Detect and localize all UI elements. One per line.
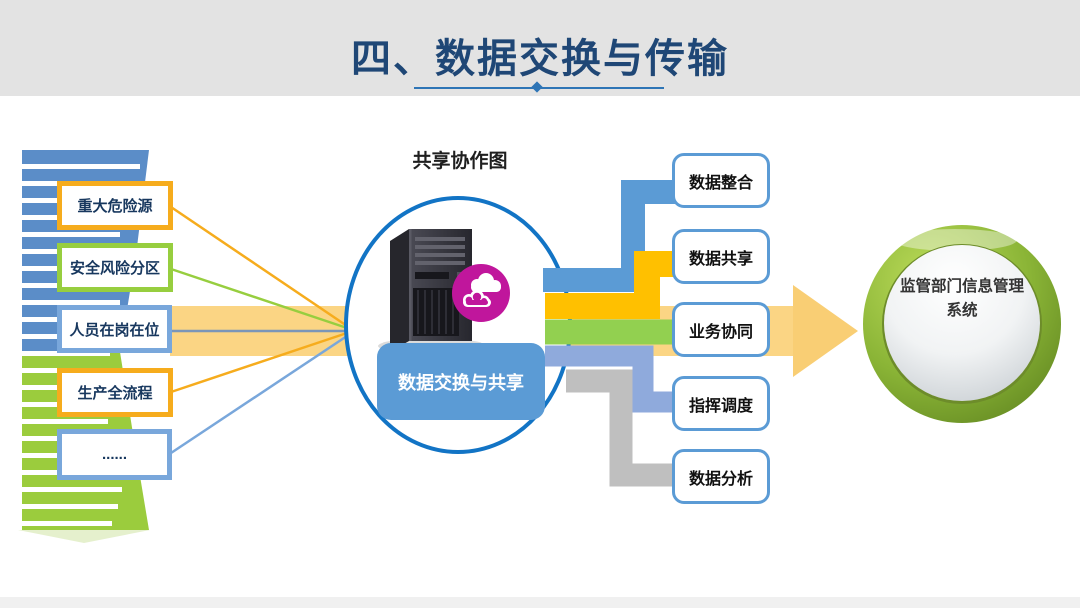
- function-box-business-collab: 业务协同: [672, 302, 770, 357]
- footer-strip: [0, 597, 1080, 608]
- function-box-label: 指挥调度: [688, 397, 753, 415]
- source-box-label: ......: [101, 446, 127, 463]
- source-box-label: 重大危险源: [77, 198, 153, 215]
- source-box-more: ......: [57, 429, 172, 480]
- source-box-risk-zone: 安全风险分区: [57, 243, 173, 292]
- source-box-label: 人员在岗在位: [69, 321, 160, 339]
- function-box-label: 数据分析: [688, 470, 753, 488]
- source-box-production: 生产全流程: [57, 368, 173, 417]
- fan-line-2: [167, 266, 351, 331]
- connector-command-dispatch: [545, 345, 676, 413]
- hub-label: 数据交换与共享: [377, 343, 545, 420]
- function-box-label: 数据共享: [688, 250, 753, 268]
- connector-data-integration: [543, 180, 676, 292]
- fan-connectors: [167, 203, 351, 457]
- fan-line-1: [167, 203, 351, 330]
- target-label-line1: 监管部门信息管理: [899, 278, 1024, 295]
- fan-line-5: [167, 332, 351, 457]
- source-box-label: 安全风险分区: [69, 260, 160, 277]
- target-label-line2: 系统: [946, 302, 978, 320]
- connector-data-analysis: [566, 369, 676, 487]
- target-sphere: [863, 225, 1061, 423]
- slide-header: 四、数据交换与传输: [0, 0, 1080, 96]
- elbow-connectors: [543, 180, 676, 487]
- function-box-command-dispatch: 指挥调度: [672, 376, 770, 431]
- source-box-personnel: 人员在岗在位: [57, 305, 172, 353]
- source-box-label: 生产全流程: [77, 385, 153, 402]
- diagram-caption: 共享协作图: [412, 151, 508, 172]
- function-box-label: 业务协同: [688, 323, 753, 341]
- connector-data-sharing: [545, 251, 676, 319]
- source-box-major-hazard: 重大危险源: [57, 181, 173, 230]
- page-title: 四、数据交换与传输: [351, 37, 729, 81]
- target-system-label: 监管部门信息管理 系统: [862, 275, 1062, 323]
- function-box-data-integration: 数据整合: [672, 153, 770, 208]
- cloud-badge-icon: [452, 264, 510, 322]
- function-box-label: 数据整合: [688, 174, 753, 192]
- function-box-data-analysis: 数据分析: [672, 449, 770, 504]
- function-box-data-sharing: 数据共享: [672, 229, 770, 284]
- fan-line-4: [167, 330, 351, 395]
